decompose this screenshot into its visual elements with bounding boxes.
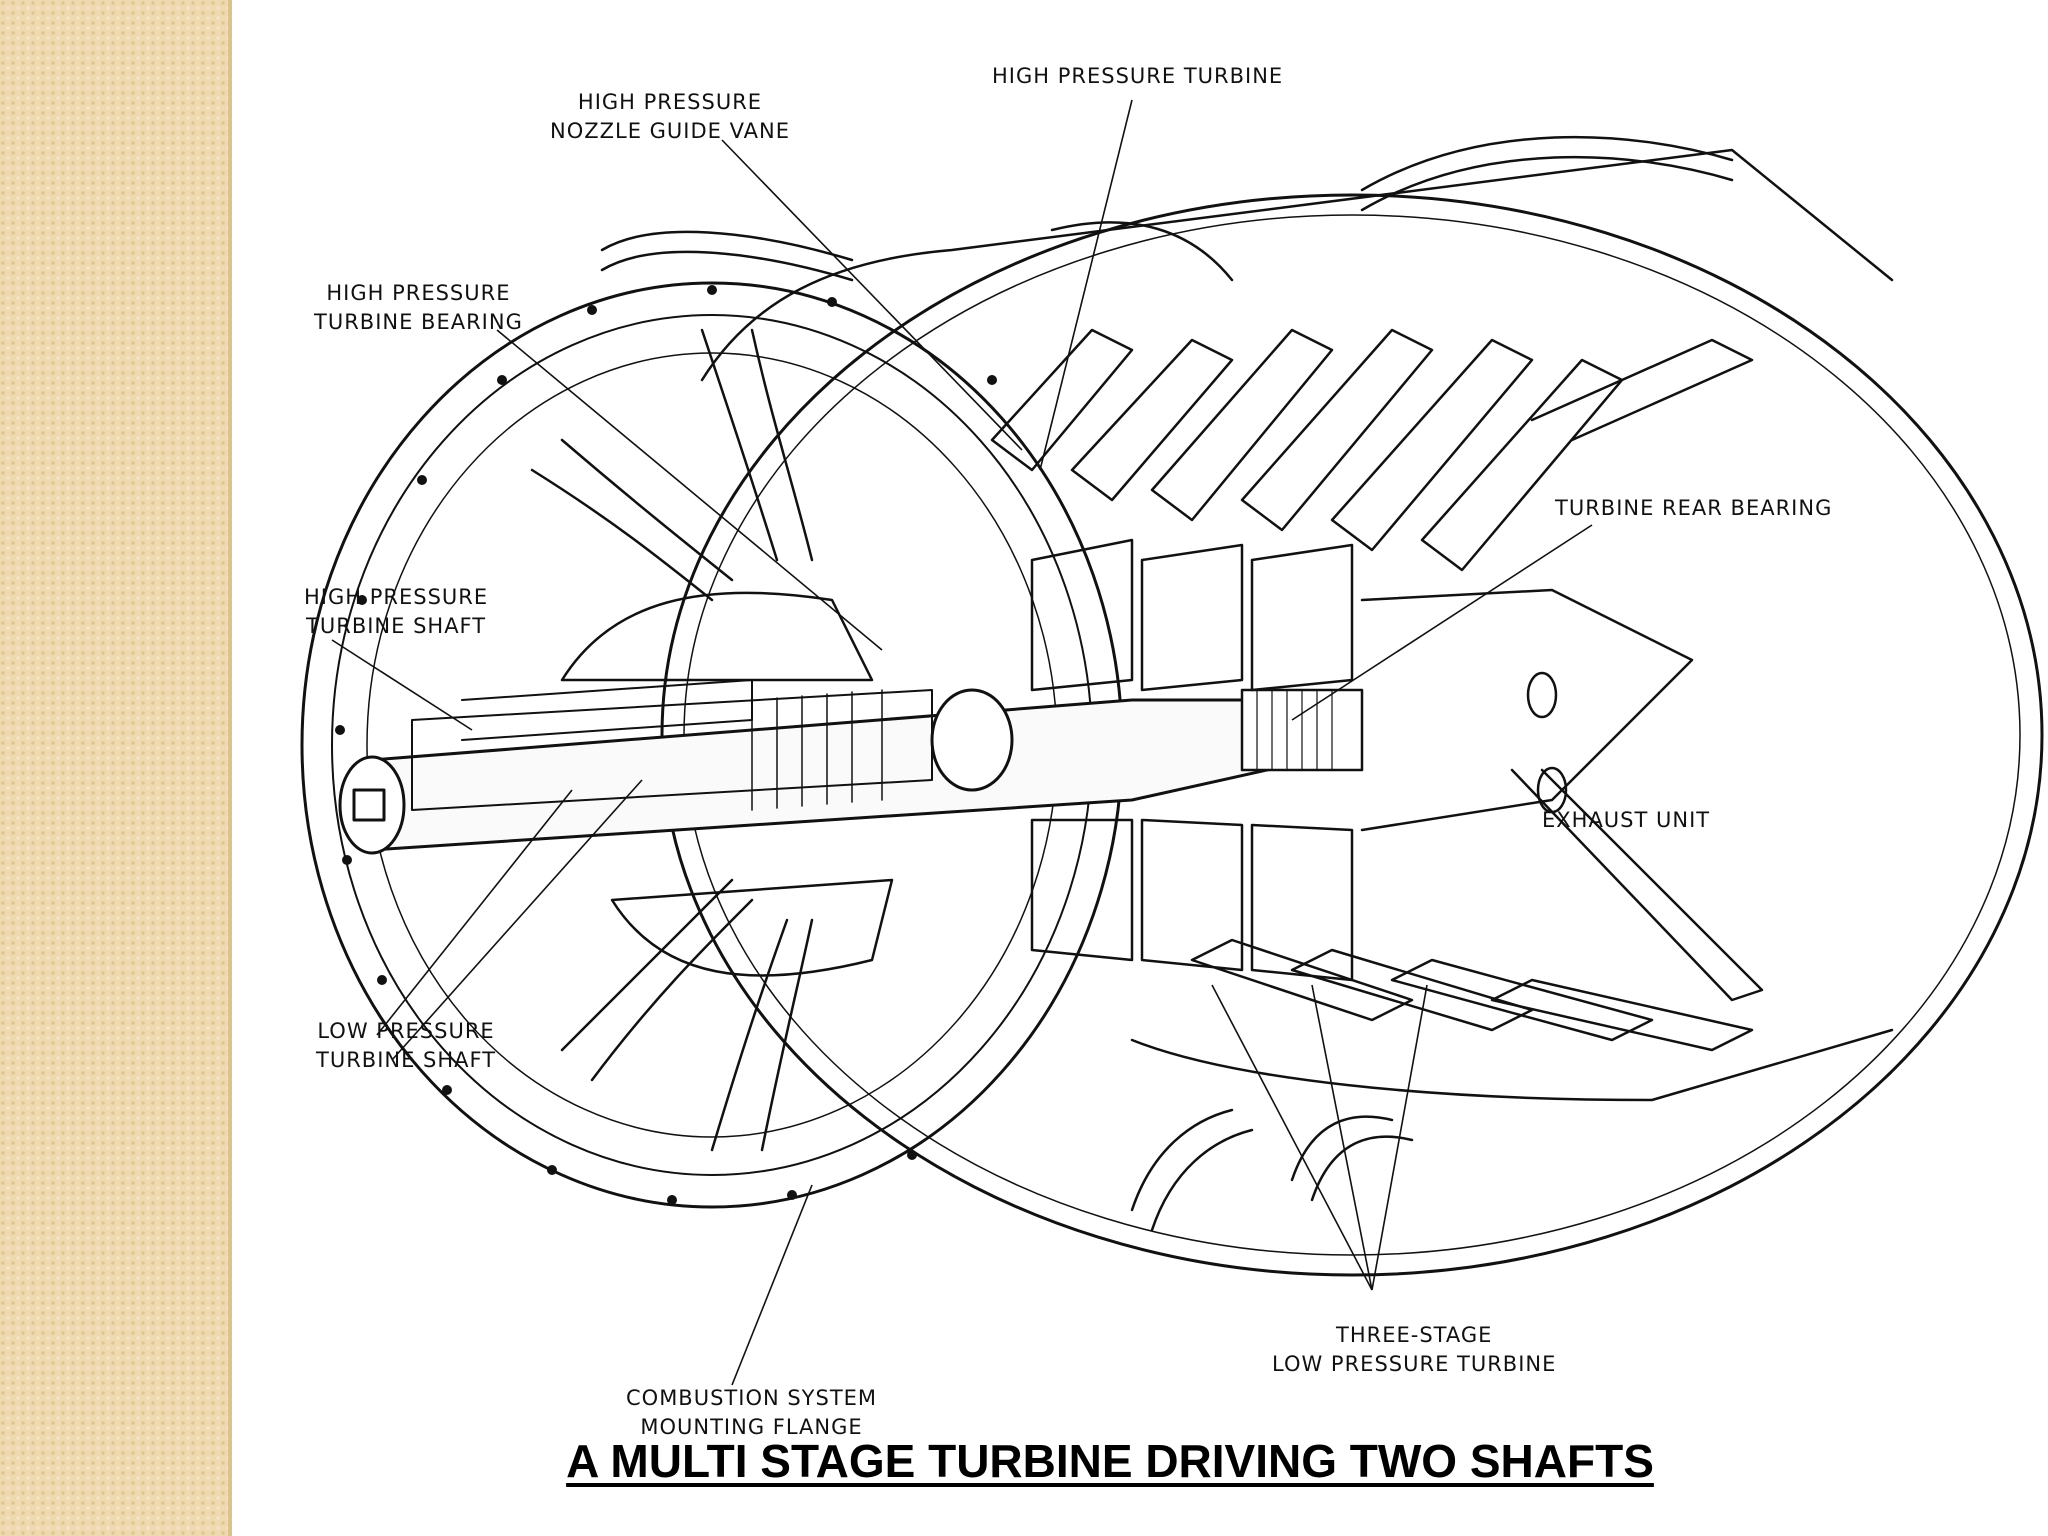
label-turbine-rear-bearing: TURBINE REAR BEARING — [1555, 494, 1832, 523]
label-three-stage-lp-turbine: THREE-STAGE LOW PRESSURE TURBINE — [1272, 1321, 1556, 1379]
flange-bolts — [335, 285, 997, 1205]
leader-lp-shaft-a — [376, 789, 573, 1036]
leader-hp-shaft — [331, 639, 473, 731]
label-line: HIGH PRESSURE — [304, 585, 489, 609]
label-exhaust-unit: EXHAUST UNIT — [1542, 806, 1710, 835]
label-line: HIGH PRESSURE — [577, 90, 763, 114]
external-pipes — [600, 135, 1734, 1232]
exhaust-cone — [1360, 338, 1764, 1002]
label-line: TURBINE SHAFT — [316, 1048, 497, 1072]
rear-casing-ring — [660, 193, 2044, 1277]
turbine-cutaway-diagram: HIGH PRESSURE NOZZLE GUIDE VANE HIGH PRE… — [232, 0, 2048, 1536]
label-hp-turbine-shaft: HIGH PRESSURE TURBINE SHAFT — [304, 583, 488, 641]
combustion-housing — [560, 148, 1894, 1102]
label-line: THREE-STAGE — [1336, 1323, 1493, 1347]
label-line: TURBINE SHAFT — [306, 614, 487, 638]
label-hp-nozzle-guide-vane: HIGH PRESSURE NOZZLE GUIDE VANE — [550, 88, 790, 146]
leader-lp-turbine-a — [1211, 984, 1373, 1291]
label-hp-turbine: HIGH PRESSURE TURBINE — [992, 62, 1283, 91]
label-line: LOW PRESSURE TURBINE — [1272, 1352, 1557, 1376]
label-lp-turbine-shaft: LOW PRESSURE TURBINE SHAFT — [316, 1017, 496, 1075]
turbine-shafts — [338, 679, 1364, 855]
label-line: TURBINE BEARING — [314, 310, 523, 334]
label-line: TURBINE REAR BEARING — [1555, 496, 1833, 520]
label-line: LOW PRESSURE — [317, 1019, 495, 1043]
leader-hp-turbine — [1039, 99, 1133, 471]
label-combustion-flange: COMBUSTION SYSTEM MOUNTING FLANGE — [626, 1384, 877, 1442]
label-hp-turbine-bearing: HIGH PRESSURE TURBINE BEARING — [314, 279, 523, 337]
turbine-stages-lower — [1030, 818, 1754, 1052]
front-stator-spokes — [530, 328, 814, 1152]
leader-hp-bearing — [496, 329, 883, 651]
label-line: MOUNTING FLANGE — [640, 1415, 863, 1439]
leader-hp-nozzle — [721, 139, 1023, 451]
leader-flange — [731, 1184, 813, 1386]
label-line: HIGH PRESSURE — [326, 281, 511, 305]
label-line: HIGH PRESSURE TURBINE — [992, 64, 1284, 88]
leader-rear-bearing — [1291, 524, 1593, 721]
label-line: COMBUSTION SYSTEM — [626, 1386, 878, 1410]
turbine-stages-upper — [990, 328, 1624, 692]
label-line: EXHAUST UNIT — [1542, 808, 1711, 832]
label-line: NOZZLE GUIDE VANE — [550, 119, 790, 143]
turbine-drawing — [300, 99, 2044, 1386]
leader-lp-turbine-b — [1311, 984, 1373, 1291]
decorative-side-band — [0, 0, 232, 1536]
leader-lp-shaft-b — [391, 779, 643, 1061]
slide-caption: A MULTI STAGE TURBINE DRIVING TWO SHAFTS — [566, 1435, 1654, 1487]
leader-lines — [331, 99, 1593, 1386]
leader-lp-turbine-c — [1371, 984, 1428, 1291]
